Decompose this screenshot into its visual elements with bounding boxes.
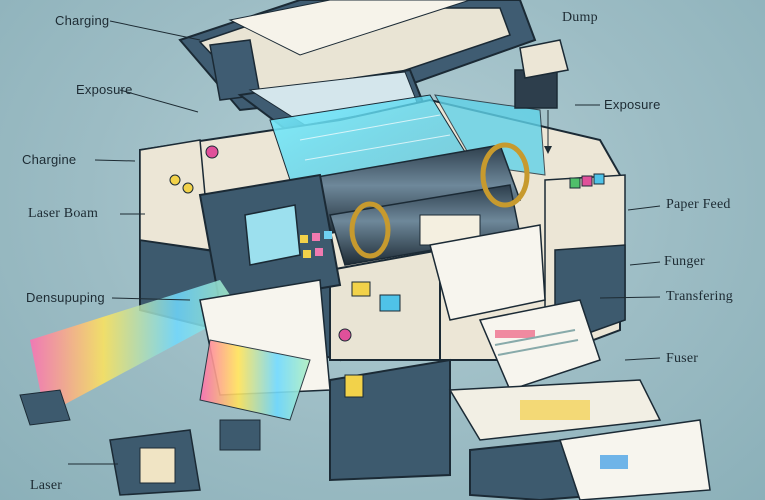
label-funger: Funger [664, 254, 705, 269]
label-dump: Dump [562, 10, 598, 25]
dump-unit [514, 39, 569, 154]
leader-lines [68, 20, 661, 465]
toner-indicator [569, 173, 605, 189]
paper-path [429, 224, 601, 391]
label-fuser: Fuser [666, 351, 699, 366]
laser-paper-stream [19, 279, 331, 426]
label-laser: Laser [30, 478, 63, 493]
label-exposure-right: Exposure [604, 97, 661, 112]
toner-cartridge [109, 419, 261, 496]
label-paper-feed: Paper Feed [666, 197, 731, 212]
label-exposure-left: Exposure [76, 82, 133, 97]
label-transfering: Transfering [666, 289, 734, 304]
label-laser-boam: Laser Boam [28, 206, 99, 221]
output-tray [448, 379, 711, 500]
label-densupuping: Densupuping [26, 290, 105, 305]
control-panel [169, 145, 401, 342]
label-chargine: Chargine [22, 152, 77, 167]
label-charging: Charging [55, 13, 110, 28]
